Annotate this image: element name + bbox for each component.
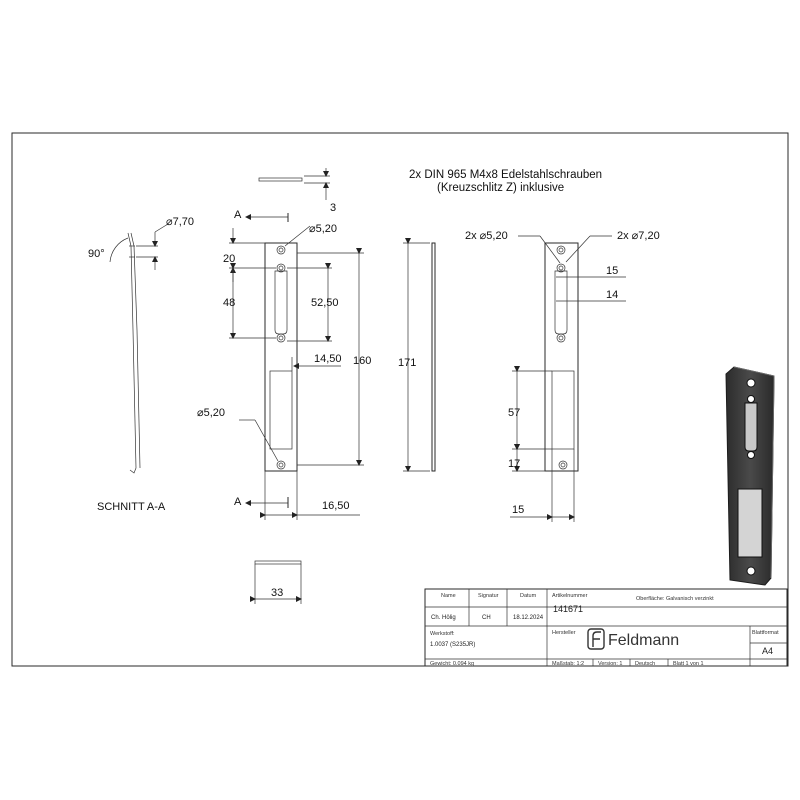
dim-15-top: 15 xyxy=(606,265,618,277)
tb-blatt: Blatt 1 von 1 xyxy=(673,661,704,667)
dim-17: 17 xyxy=(508,458,520,470)
dim-171: 171 xyxy=(398,357,416,369)
tb-header-werkstoff: Werkstoff: xyxy=(430,631,455,637)
dim-dia-520-bottom: ⌀5,20 xyxy=(197,407,225,419)
side-view: 171 xyxy=(398,238,436,472)
tb-header-oberflaeche: Oberfläche: Galvanisch verzinkt xyxy=(636,596,714,602)
tb-header-hersteller: Hersteller xyxy=(552,630,576,636)
strike-plate-front xyxy=(264,242,298,472)
screw-note: 2x DIN 965 M4x8 Edelstahlschrauben (Kreu… xyxy=(409,169,602,194)
tb-value-werkstoff: 1.0037 (S235JR) xyxy=(430,642,475,648)
tb-value-name: Ch. Hölig xyxy=(431,615,456,621)
section-view: 90° ⌀7,70 SCHNITT A-A xyxy=(88,216,194,513)
angle-label: 90° xyxy=(88,248,105,260)
dim-dia-520-top: ⌀5,20 xyxy=(309,223,337,235)
tb-massstab: Maßstab: 1:2 xyxy=(552,661,584,667)
tb-header-artikel: Artikelnummer xyxy=(552,593,588,599)
tb-sprache: Deutsch xyxy=(635,661,655,667)
tb-value-datum: 18.12.2024 xyxy=(513,615,544,621)
note-line-1: 2x DIN 965 M4x8 Edelstahlschrauben xyxy=(409,169,602,181)
strike-plate-side xyxy=(431,242,436,472)
tb-value-blattformat: A4 xyxy=(762,646,773,656)
tb-version: Version: 1 xyxy=(598,661,622,667)
dim-57: 57 xyxy=(508,407,520,419)
tb-gewicht: Gewicht: 0.094 kg xyxy=(430,661,474,667)
dia-770-label: ⌀7,70 xyxy=(166,216,194,228)
strike-plate-back xyxy=(544,242,579,472)
dim-15-bottom: 15 xyxy=(512,504,524,516)
front-view: 3 A ⌀5,20 20 48 xyxy=(197,168,371,604)
logo-text: Feldmann xyxy=(608,632,679,649)
tb-header-name: Name xyxy=(441,593,456,599)
dim-20: 20 xyxy=(223,253,235,265)
tb-value-signatur: CH xyxy=(482,615,491,621)
dim-160: 160 xyxy=(353,355,371,367)
tb-value-artikel: 141671 xyxy=(553,604,583,614)
dim-1450: 14,50 xyxy=(314,353,342,365)
tb-header-blattformat: Blattformat xyxy=(752,630,779,636)
section-marker-top: A xyxy=(234,209,242,221)
strike-plate-render xyxy=(725,366,775,586)
section-marker-bottom: A xyxy=(234,496,242,508)
dim-2x-dia-720: 2x ⌀7,20 xyxy=(617,230,660,242)
tb-header-signatur: Signatur xyxy=(478,593,499,599)
dim-48: 48 xyxy=(223,297,235,309)
dim-2x-dia-520: 2x ⌀5,20 xyxy=(465,230,508,242)
dim-5250: 52,50 xyxy=(311,297,339,309)
title-block: Name Signatur Datum Artikelnummer Oberfl… xyxy=(424,588,788,667)
dim-1650: 16,50 xyxy=(322,500,350,512)
sheet-border xyxy=(11,132,789,667)
section-title: SCHNITT A-A xyxy=(97,501,166,513)
tb-header-datum: Datum xyxy=(520,593,537,599)
dim-3: 3 xyxy=(330,202,336,214)
dim-14: 14 xyxy=(606,289,618,301)
dim-33: 33 xyxy=(271,587,283,599)
back-view: 2x ⌀5,20 2x ⌀7,20 15 14 57 17 15 xyxy=(465,230,660,522)
feldmann-logo-icon: Feldmann xyxy=(587,628,679,650)
note-line-2: (Kreuzschlitz Z) inklusive xyxy=(437,182,564,194)
